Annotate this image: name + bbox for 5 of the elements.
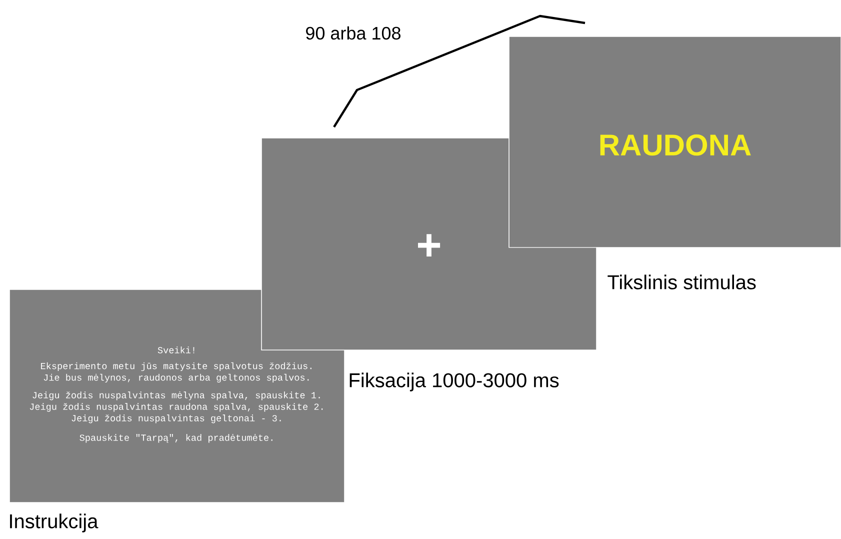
caption: Tikslinis stimulas xyxy=(608,274,756,290)
caption: Fiksacija 1000-3000 ms xyxy=(350,372,559,392)
duration-label: 90 arba 108 xyxy=(306,26,400,40)
screen: Sveiki! Eksperimento metu jūs matysite spalvotus žodžius. Jie bus mėlynos, raudonos arba geltonos spalvos. Jeigu žodis nuspalvintas mėlyna spalva, spauskite 1. Jeigu žodis nuspalvintas raudona spalva, spauskite 2. Jeigu žodis nuspalvintas geltonai - 3. Spauskite "Tarpą", kad pradėtumėte. xyxy=(9,289,345,503)
screen: RAUDONA xyxy=(508,36,841,248)
